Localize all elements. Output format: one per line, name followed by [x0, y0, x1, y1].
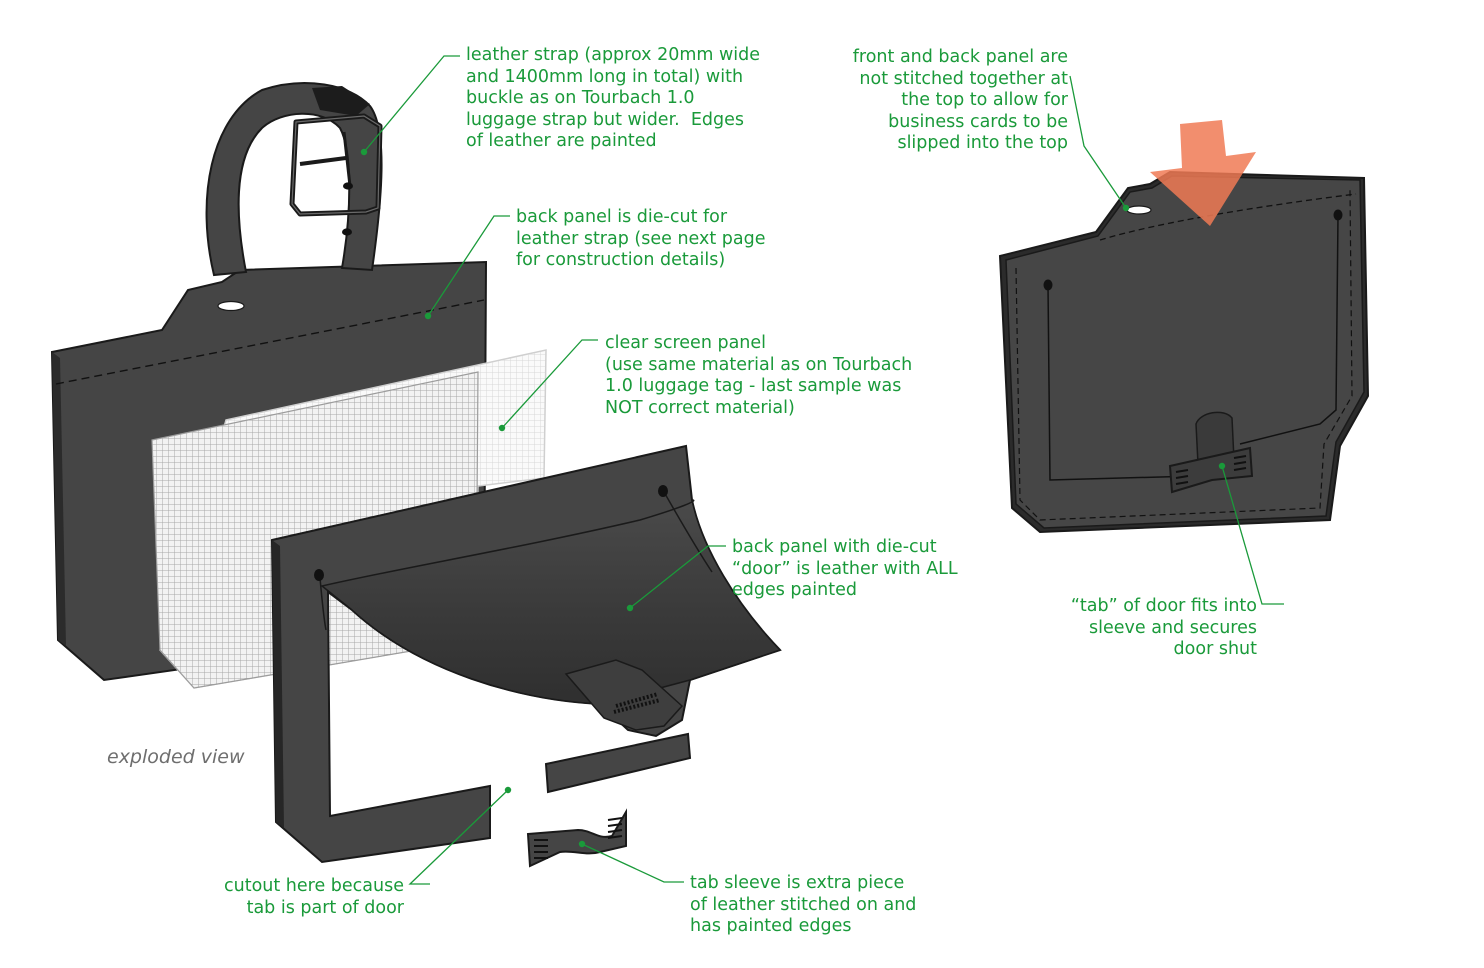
callout-line: front and back panel are — [852, 47, 1068, 67]
leather-strap-drawing — [205, 82, 383, 277]
leader-tab-fit — [1221, 465, 1284, 605]
callout-line: the top to allow for — [901, 90, 1068, 110]
callout-line: back panel with die-cut — [732, 537, 937, 557]
assembled-tag-drawing — [998, 170, 1370, 534]
leader-top-opening — [1069, 75, 1127, 209]
callout-line: not stitched together at — [859, 68, 1068, 89]
callout-line: luggage strap but wider. Edges — [466, 109, 745, 130]
callout-line: buckle as on Tourbach 1.0 — [466, 88, 695, 108]
callout-line: door shut — [1173, 639, 1257, 659]
callout-top-opening: front and back panel are not stitched to… — [853, 47, 1068, 155]
callout-line: of leather are painted — [466, 131, 657, 151]
leader-door — [629, 545, 726, 609]
callout-line: clear screen panel — [605, 333, 767, 353]
callout-line: edges painted — [732, 580, 857, 600]
leader-dots — [360, 148, 1226, 848]
callout-line: leather strap (approx 20mm wide — [466, 45, 761, 65]
callout-line: tab sleeve is extra piece — [690, 873, 905, 893]
tab-sleeve-drawing — [526, 808, 627, 868]
callout-line: slipped into the top — [897, 133, 1068, 153]
callout-screen: clear screen panel (use same material as… — [605, 333, 912, 419]
callout-line: (use same material as on Tourbach — [605, 354, 913, 375]
callout-line: cutout here because — [224, 876, 404, 896]
callout-line: back panel is die-cut for — [516, 207, 728, 227]
callout-line: sleeve and secures — [1089, 617, 1257, 638]
callout-line: for construction details) — [516, 250, 726, 270]
callout-line: business cards to be — [888, 111, 1068, 132]
door-panel-drawing — [270, 444, 782, 864]
callout-line: “door” is leather with ALL — [732, 558, 958, 579]
callout-sleeve: tab sleeve is extra piece of leather sti… — [690, 873, 916, 938]
callout-line: tab is part of door — [246, 897, 404, 918]
callout-tab-fit: “tab” of door fits into sleeve and secur… — [1071, 596, 1257, 661]
callout-line: “tab” of door fits into — [1070, 596, 1257, 616]
leader-lines — [363, 55, 1284, 885]
callout-line: NOT correct material) — [605, 397, 795, 418]
leader-strap — [363, 55, 460, 153]
insert-arrow-icon — [1150, 120, 1256, 226]
callout-back-panel: back panel is die-cut for leather strap … — [516, 207, 765, 272]
callout-door-panel: back panel with die-cut “door” is leathe… — [732, 537, 958, 602]
leader-sleeve — [581, 843, 684, 883]
callout-line: has painted edges — [690, 916, 852, 936]
leader-cutout — [408, 789, 509, 885]
callout-strap: leather strap (approx 20mm wide and 1400… — [466, 45, 760, 153]
leader-back-panel — [427, 215, 510, 317]
callout-line: and 1400mm long in total) with — [466, 66, 744, 87]
leader-screen — [501, 339, 598, 429]
callout-line: of leather stitched on and — [690, 894, 917, 915]
callout-line: 1.0 luggage tag - last sample was — [605, 376, 902, 396]
callout-cutout: cutout here because tab is part of door — [224, 876, 404, 919]
exploded-view-caption: exploded view — [107, 746, 245, 768]
callout-line: leather strap (see next page — [516, 228, 766, 249]
